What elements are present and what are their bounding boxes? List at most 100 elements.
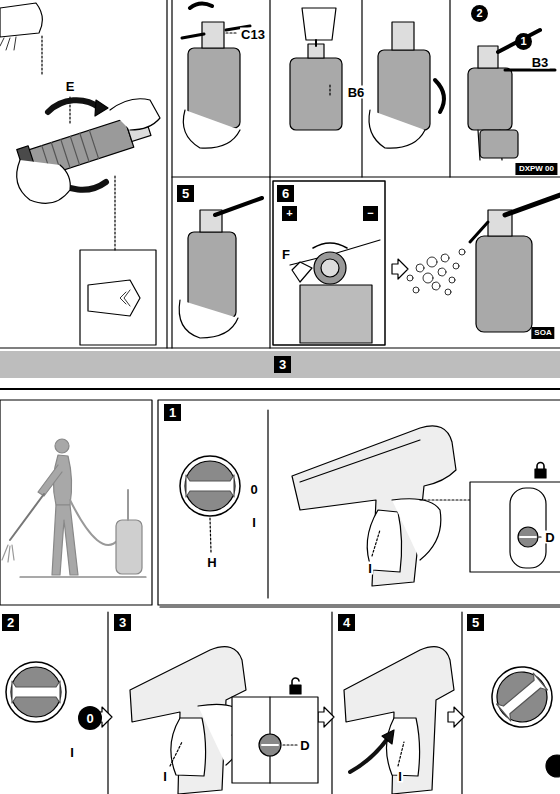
soap-bottle — [190, 3, 212, 8]
operator-figure — [127, 490, 129, 520]
panel-frame — [0, 400, 560, 794]
switch-dial — [6, 662, 66, 722]
lock-inset — [539, 536, 543, 537]
soap-bottle — [321, 259, 339, 277]
nozzle-drawing — [41, 36, 42, 74]
spray-gun — [344, 647, 454, 794]
part-letter: I — [162, 770, 168, 783]
soap-bottle — [179, 3, 560, 343]
switch-position: 0 — [78, 706, 102, 730]
foam-spray — [438, 268, 446, 276]
switch-dial — [480, 655, 560, 740]
step-number: 6 — [277, 185, 294, 202]
soap-bottle — [315, 40, 317, 46]
switch-dial — [180, 456, 240, 516]
lock-inset — [262, 744, 278, 746]
spray-gun — [170, 742, 182, 766]
foam-spray — [432, 282, 440, 290]
node-text: − — [367, 208, 373, 219]
soap-bottle — [498, 30, 540, 52]
panel-frame — [269, 0, 270, 177]
part-letter: D — [299, 739, 310, 752]
soap-bottle — [392, 22, 414, 50]
operator-figure — [2, 545, 14, 562]
soap-bottle — [470, 222, 488, 242]
soap-bottle — [480, 130, 518, 158]
soap-bottle — [215, 198, 262, 215]
switch-dial — [12, 681, 60, 703]
node-text: 3 — [119, 616, 126, 629]
spray-gun — [372, 530, 380, 556]
node-text: 1 — [169, 406, 176, 419]
soap-bottle — [505, 69, 555, 72]
panel-frame — [107, 612, 108, 794]
switch-dial — [6, 662, 66, 722]
part-letter: E — [65, 80, 76, 93]
spray-gun — [344, 647, 454, 794]
lock-inset — [232, 678, 318, 783]
foam-spray — [449, 277, 455, 283]
node-text: 1 — [520, 36, 526, 47]
switch-mark: I — [251, 516, 257, 529]
panel-frame — [269, 177, 270, 348]
nozzle-drawing — [80, 250, 156, 345]
spray-gun — [382, 730, 394, 744]
spray-gun — [420, 499, 470, 500]
lock-inset — [537, 463, 544, 469]
foam-spray — [445, 289, 451, 295]
spray-gun — [398, 742, 404, 766]
part-letter: D — [544, 531, 555, 544]
soap-bottle — [179, 300, 238, 338]
panel-frame — [166, 0, 167, 348]
panel-frame — [172, 176, 560, 177]
soap-bottle — [183, 110, 240, 148]
part-letter: H — [206, 556, 217, 569]
nozzle-drawing — [17, 160, 71, 203]
lock-inset — [535, 469, 546, 478]
part-code: C13 — [240, 28, 266, 41]
part-code: B6 — [347, 86, 366, 99]
spray-gun — [130, 647, 246, 794]
panel-frame — [0, 347, 560, 348]
soap-bottle — [290, 58, 342, 130]
nozzle-drawing — [0, 3, 42, 37]
node-text: 0 — [86, 712, 93, 725]
step-number: 1 — [164, 404, 181, 421]
lock-inset — [232, 697, 318, 783]
foam-spray — [453, 263, 459, 269]
lock-inset — [259, 734, 281, 756]
status-dot — [546, 755, 560, 777]
callout-circle: 1 — [515, 33, 532, 50]
section-band — [0, 351, 560, 378]
switch-mark: I — [69, 746, 75, 759]
spray-gun — [292, 426, 470, 586]
circle-outline — [78, 706, 102, 730]
switch-dial — [186, 475, 234, 497]
nozzle-drawing — [110, 99, 160, 130]
foam-spray — [423, 273, 433, 283]
operator-figure — [10, 494, 44, 540]
operator-figure — [38, 465, 62, 496]
soap-bottle — [505, 195, 560, 215]
nozzle-drawing — [48, 100, 100, 112]
soap-bottle — [292, 262, 312, 282]
spray-gun — [386, 718, 419, 776]
spray-gun — [300, 440, 420, 482]
node-text: 5 — [472, 616, 479, 629]
part-letter: I — [367, 562, 373, 575]
step-number: 5 — [467, 614, 484, 631]
decrease-sign: − — [363, 206, 378, 221]
node-text: 6 — [282, 187, 289, 200]
panel-frame — [449, 0, 450, 177]
panel-frame — [267, 410, 268, 598]
foam-spray — [407, 249, 465, 295]
circle-outline — [515, 33, 532, 50]
lock-inset — [520, 536, 536, 538]
soap-bottle — [468, 68, 512, 130]
panel-frame — [158, 400, 560, 605]
operator-figure — [2, 439, 146, 577]
operator-figure — [52, 505, 78, 575]
circle-outline — [471, 5, 488, 22]
nozzle-drawing — [114, 176, 115, 250]
